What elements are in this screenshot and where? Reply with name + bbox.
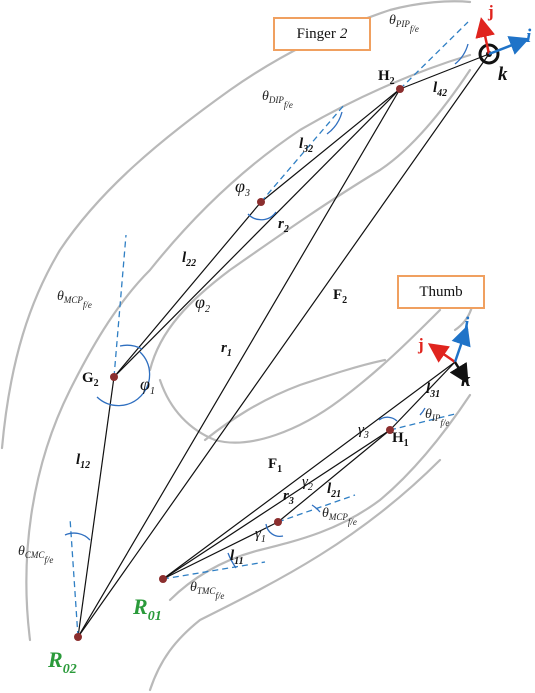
thumb-axis-i: i: [464, 314, 470, 335]
label-l21: l21: [327, 481, 341, 500]
label-gamma3: γ3: [358, 422, 369, 441]
joint-r02: [74, 633, 82, 641]
label-theta-dip: θDIPf/e: [262, 89, 293, 110]
joint-markers: [74, 85, 404, 641]
thumb-tip-frame: [427, 325, 471, 385]
finger-axis-k: k: [498, 64, 508, 85]
label-theta-tmc: θTMCf/e: [190, 580, 224, 601]
label-r2: r2: [278, 216, 289, 235]
label-r02: R02: [47, 647, 77, 677]
label-r01: R01: [132, 594, 162, 624]
label-r3: r3: [283, 488, 294, 507]
label-gamma1: γ1: [255, 526, 266, 545]
finger-axis-j: j: [487, 2, 494, 21]
label-l32: l32: [299, 136, 313, 155]
thumb-label-text: Thumb: [419, 283, 463, 300]
joint-r01: [159, 575, 167, 583]
label-h1: H1: [392, 430, 409, 449]
label-l11: l11: [230, 548, 244, 567]
finger-label-text: Finger: [296, 25, 336, 42]
joint-mcp-thumb: [274, 518, 282, 526]
joint-pip-dot: [257, 198, 265, 206]
label-l31: l31: [426, 381, 440, 400]
label-theta-mcp: θMCPf/e: [57, 289, 92, 310]
label-l12: l12: [76, 452, 90, 471]
joint-h1: [386, 426, 394, 434]
label-l42: l42: [433, 80, 447, 99]
label-theta-cmc: θCMCf/e: [18, 544, 53, 565]
label-f2: F2: [333, 287, 347, 306]
label-phi1: φ1: [140, 374, 155, 397]
joint-g2: [110, 373, 118, 381]
label-f1: F1: [268, 456, 282, 475]
finger-tip-frame: [475, 17, 530, 65]
thumb-axis-j: j: [417, 335, 424, 354]
label-r1: r1: [221, 340, 232, 359]
finger-label-box: Finger 2: [273, 17, 371, 51]
angle-arcs: [64, 43, 469, 569]
finger-label-number: 2: [339, 25, 348, 42]
thumb-label-box: Thumb: [397, 275, 485, 309]
label-theta-ip: θIPf/e: [425, 407, 449, 428]
label-theta-mcp-thumb: θMCPf/e: [322, 506, 357, 527]
label-phi2: φ2: [195, 292, 210, 315]
dashed-axes: [69, 21, 469, 638]
label-theta-pip: θPIPf/e: [389, 13, 419, 34]
label-gamma2: γ2: [302, 474, 313, 493]
label-h2: H2: [378, 68, 395, 87]
label-l22: l22: [182, 250, 196, 269]
joint-h2: [396, 85, 404, 93]
thumb-links: [162, 361, 456, 580]
finger-axis-i: i: [526, 26, 532, 47]
thumb-axis-k: k: [461, 370, 471, 391]
hand-outline: [0, 0, 475, 692]
label-phi3: φ3: [235, 176, 250, 199]
label-g2: G2: [82, 370, 99, 389]
